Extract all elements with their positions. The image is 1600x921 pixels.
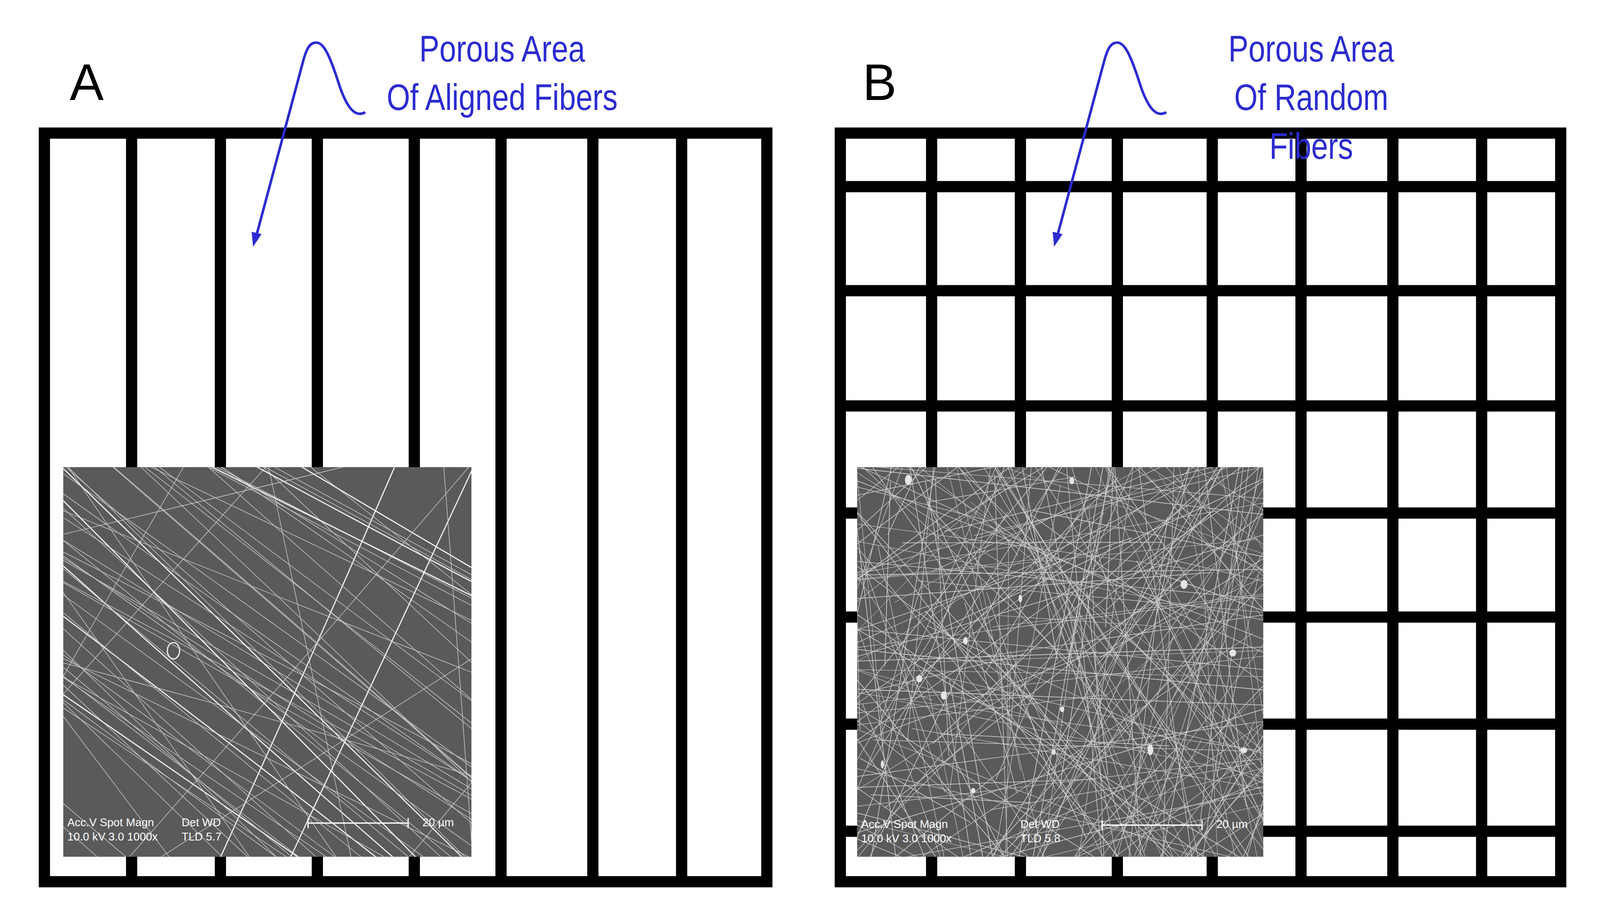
scale-label: 20 µm xyxy=(422,816,455,830)
sem-micrograph xyxy=(511,43,1600,921)
callout-text: Porous Area Of Aligned Fibers xyxy=(386,24,618,123)
aligned-pore-grid xyxy=(44,132,768,883)
panel-letter: B xyxy=(862,53,897,113)
callout-text: Porous Area Of Random Fibers xyxy=(1192,24,1430,172)
callout-arrow xyxy=(251,42,366,247)
micrograph-info: Acc.V Spot Magn xyxy=(861,818,948,832)
micrograph-info: 10.0 kV 3.0 1000x xyxy=(67,830,159,844)
callout-arrow xyxy=(1052,42,1167,247)
panel-letter: A xyxy=(69,53,104,113)
micrograph-info: TLD 5.8 xyxy=(1020,832,1061,846)
micrograph-info: 10.0 kV 3.0 1000x xyxy=(861,832,952,846)
micrograph-info: Det WD xyxy=(181,816,222,830)
micrograph-info: TLD 5.7 xyxy=(181,830,222,844)
scale-label: 20 µm xyxy=(1216,818,1249,832)
micrograph-info: Acc.V Spot Magn xyxy=(67,816,155,830)
scale-bar xyxy=(1102,820,1203,831)
micrograph-info: Det WD xyxy=(1020,818,1060,832)
scale-bar xyxy=(308,818,409,829)
